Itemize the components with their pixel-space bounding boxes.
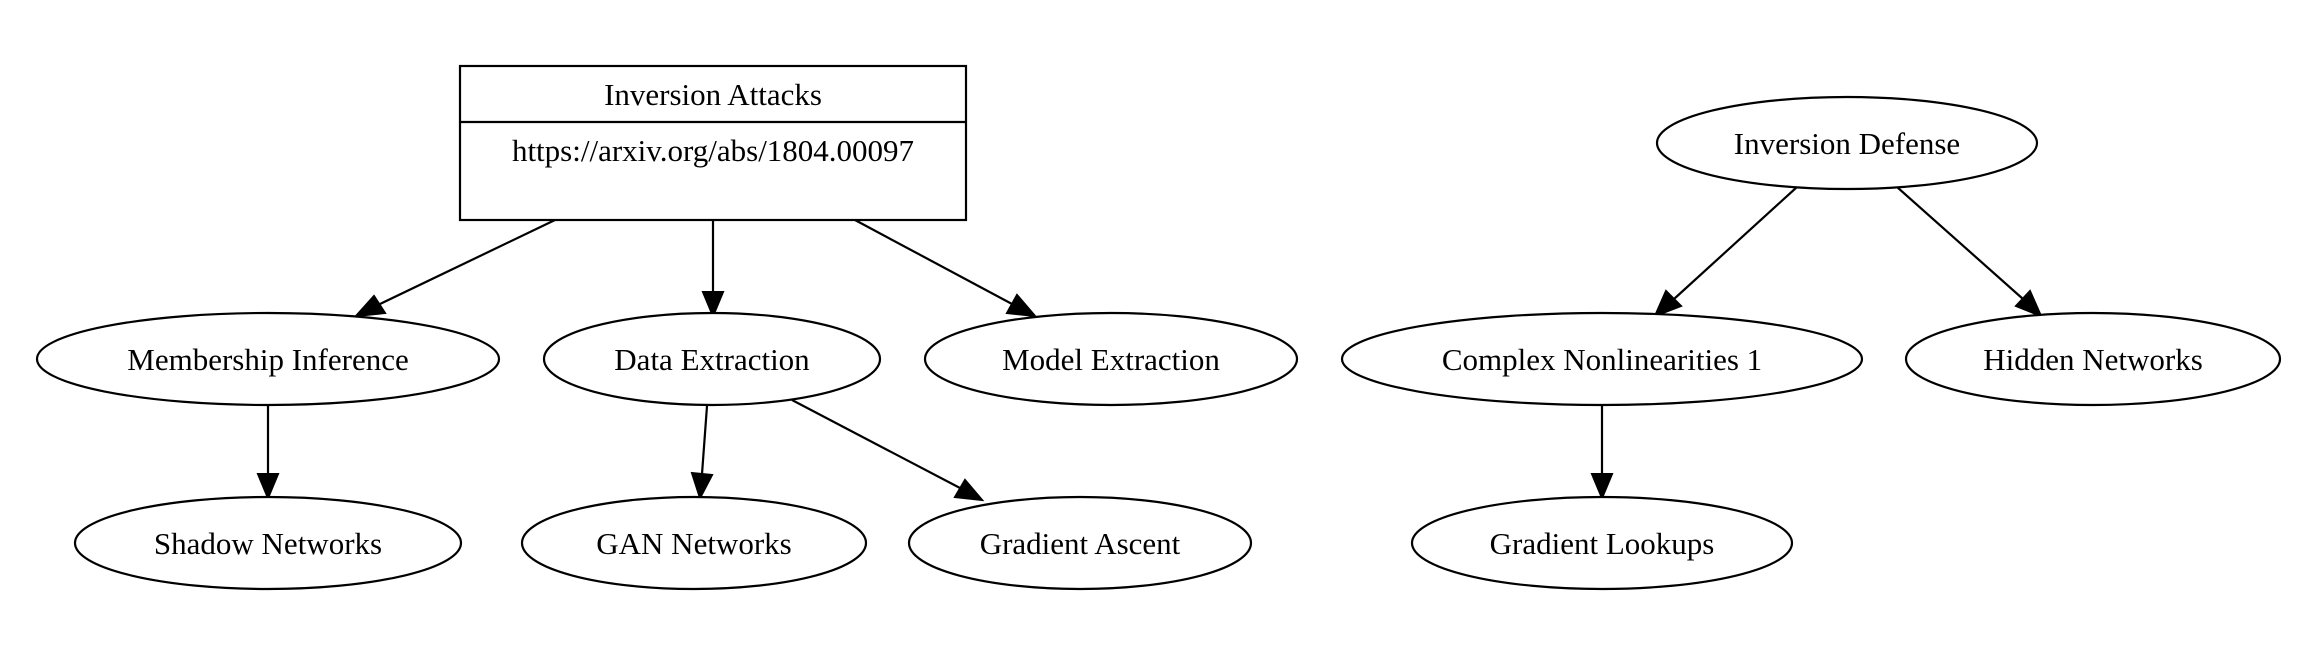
node-complex-nonlinearities: Complex Nonlinearities 1 <box>1340 311 1864 407</box>
nodes: Inversion Attacks https://arxiv.org/abs/… <box>35 64 2282 591</box>
edge-inversion-attacks-to-membership-inference <box>353 219 556 318</box>
edges <box>256 186 2043 502</box>
edge-data-extraction-to-gan-networks <box>690 405 714 501</box>
node-inversion-attacks-title: Inversion Attacks <box>604 77 822 112</box>
node-membership-inference: Membership Inference <box>35 311 501 407</box>
node-shadow-networks-label: Shadow Networks <box>154 526 382 561</box>
node-inversion-attacks: Inversion Attacks https://arxiv.org/abs/… <box>458 64 968 222</box>
node-gradient-ascent: Gradient Ascent <box>907 495 1253 591</box>
node-gan-networks: GAN Networks <box>520 495 868 591</box>
node-hidden-networks-label: Hidden Networks <box>1983 342 2203 377</box>
node-hidden-networks: Hidden Networks <box>1904 311 2282 407</box>
edge-membership-inference-to-shadow-networks <box>256 406 280 501</box>
node-gradient-lookups: Gradient Lookups <box>1410 495 1794 591</box>
node-data-extraction: Data Extraction <box>542 311 882 407</box>
edge-data-extraction-to-gradient-ascent <box>791 399 985 502</box>
edge-inversion-defense-to-complex-nonlinearities <box>1653 186 1798 318</box>
node-model-extraction: Model Extraction <box>923 311 1299 407</box>
edge-inversion-attacks-to-data-extraction <box>701 220 725 319</box>
node-inversion-defense: Inversion Defense <box>1655 95 2039 191</box>
edge-inversion-defense-to-hidden-networks <box>1896 186 2043 318</box>
node-inversion-defense-label: Inversion Defense <box>1734 126 1960 161</box>
node-shadow-networks: Shadow Networks <box>73 495 463 591</box>
edge-complex-nonlinearities-to-gradient-lookups <box>1590 406 1614 501</box>
node-gan-networks-label: GAN Networks <box>596 526 791 561</box>
node-complex-nonlinearities-label: Complex Nonlinearities 1 <box>1442 342 1762 377</box>
node-data-extraction-label: Data Extraction <box>614 342 810 377</box>
edge-inversion-attacks-to-model-extraction <box>854 219 1038 318</box>
node-gradient-lookups-label: Gradient Lookups <box>1490 526 1715 561</box>
node-gradient-ascent-label: Gradient Ascent <box>980 526 1181 561</box>
node-inversion-attacks-url: https://arxiv.org/abs/1804.00097 <box>512 133 914 168</box>
node-model-extraction-label: Model Extraction <box>1002 342 1220 377</box>
node-membership-inference-label: Membership Inference <box>127 342 408 377</box>
